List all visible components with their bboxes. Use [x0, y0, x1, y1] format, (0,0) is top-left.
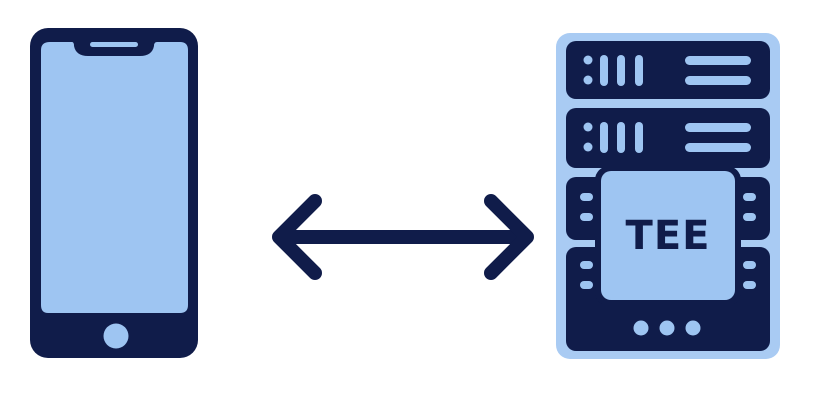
phone-speaker [90, 42, 138, 47]
bidirectional-arrow-icon [272, 194, 534, 280]
tee-label: TEE [625, 213, 711, 259]
status-dot-3 [685, 320, 701, 336]
server-unit-2 [566, 108, 770, 168]
server-rack-icon [556, 33, 780, 359]
smartphone-icon [30, 28, 198, 358]
home-button-icon [103, 323, 129, 349]
status-dot-2 [659, 320, 675, 336]
phone-screen [41, 42, 188, 313]
tee-chip-icon [595, 166, 741, 306]
server-unit-1 [566, 41, 770, 99]
status-dot-1 [633, 320, 649, 336]
